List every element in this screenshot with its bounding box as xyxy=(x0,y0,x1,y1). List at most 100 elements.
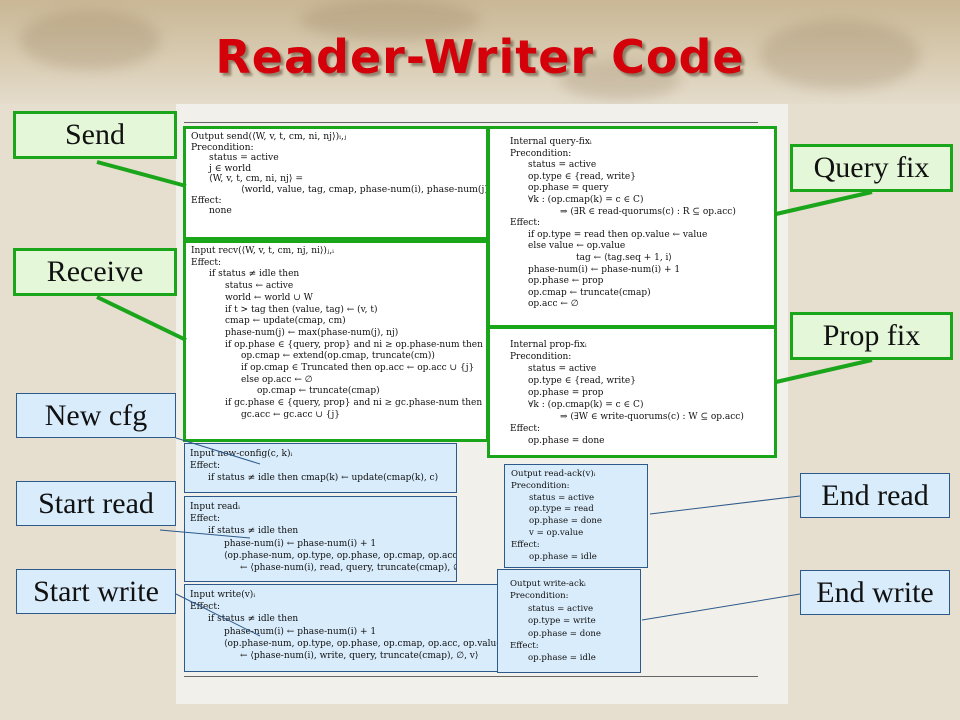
code-line: ∀k : (op.cmap(k) = c ∈ C) xyxy=(528,194,644,205)
write-ack-code-block: Output write-ackᵢ Precondition: status =… xyxy=(497,569,641,673)
receive-code-block: Input recv(⟨W, v, t, cm, nj, ni⟩)ⱼ,ᵢ Eff… xyxy=(183,240,489,442)
start-write-connector xyxy=(175,593,261,637)
code-line: Input write(v)ᵢ xyxy=(190,590,256,600)
code-line: status = active xyxy=(209,152,279,164)
code-line: ⟨op.phase-num, op.type, op.phase, op.cma… xyxy=(224,550,457,561)
code-line: op.type = write xyxy=(528,616,596,627)
code-line: ⇒ (∃R ∈ read-quorums(c) : R ⊆ op.acc) xyxy=(560,206,736,217)
receive-label: Receive xyxy=(13,248,177,296)
code-line: Effect: xyxy=(190,514,220,525)
code-line: if op.type = read then op.value ← value xyxy=(528,229,708,240)
code-line: world ← world ∪ W xyxy=(225,292,313,303)
code-line: Effect: xyxy=(511,539,540,550)
code-line: ⇒ (∃W ∈ write-quorums(c) : W ⊆ op.acc) xyxy=(560,412,744,422)
code-line: Effect: xyxy=(510,641,539,652)
code-line: status ← active xyxy=(225,281,294,292)
write-code-block: Input write(v)ᵢ Effect: if status ≠ idle… xyxy=(184,584,498,672)
code-line: status = active xyxy=(528,160,597,171)
code-line: phase-num(j) ← max(phase-num(j), nj) xyxy=(225,327,399,338)
code-line: Effect: xyxy=(191,194,222,206)
end-write-label: End write xyxy=(800,570,950,615)
code-line: phase-num(i) ← phase-num(i) + 1 xyxy=(224,626,377,637)
top-rule xyxy=(184,122,758,123)
code-line: if op.cmap ∈ Truncated then op.acc ← op.… xyxy=(241,363,475,374)
code-line: Precondition: xyxy=(510,148,572,159)
start-read-label: Start read xyxy=(16,481,176,526)
code-line: op.type ∈ {read, write} xyxy=(528,376,636,386)
prop-fix-connector xyxy=(775,358,873,384)
start-write-label: Start write xyxy=(16,569,176,614)
code-line: status = active xyxy=(528,364,597,374)
code-line: op.phase = idle xyxy=(529,551,597,562)
query-fix-connector xyxy=(775,190,873,216)
code-line: Internal prop-fixᵢ xyxy=(510,340,587,350)
code-line: else op.acc ← ∅ xyxy=(241,374,313,385)
code-line: Input new-config(c, k)ᵢ xyxy=(190,449,293,459)
code-line: Precondition: xyxy=(510,352,572,362)
code-line: Effect: xyxy=(190,461,220,471)
code-line: ⟨op.phase-num, op.type, op.phase, op.cma… xyxy=(224,638,498,649)
code-line: Effect: xyxy=(510,218,540,229)
code-line: gc.acc ← gc.acc ∪ {j} xyxy=(241,409,340,420)
send-label: Send xyxy=(13,111,177,159)
code-line: Precondition: xyxy=(191,141,254,153)
code-line: if status ≠ idle then xyxy=(209,269,300,280)
end-read-label: End read xyxy=(800,473,950,518)
new-cfg-label: New cfg xyxy=(16,393,176,438)
code-line: none xyxy=(209,205,232,217)
code-line: ← ⟨phase-num(i), write, query, truncate(… xyxy=(240,651,479,662)
background-texture xyxy=(20,10,160,70)
code-line: Precondition: xyxy=(510,591,569,602)
code-line: op.phase = query xyxy=(528,183,609,194)
code-line: tag ← ⟨tag.seq + 1, i⟩ xyxy=(576,252,672,263)
code-line: Effect: xyxy=(510,424,540,434)
code-line: op.acc ← ∅ xyxy=(528,299,579,310)
code-line: Output read-ack(v)ᵢ xyxy=(511,469,596,479)
code-line: if op.phase ∈ {query, prop} and ni ≥ op.… xyxy=(225,339,483,350)
code-line: op.phase = idle xyxy=(528,653,596,664)
code-line: Effect: xyxy=(190,602,220,613)
code-line: if status ≠ idle then xyxy=(208,526,299,537)
code-line: op.phase = done xyxy=(529,516,603,527)
code-line: op.type ∈ {read, write} xyxy=(528,171,636,182)
code-line: cmap ← update(cmap, cm) xyxy=(225,316,346,327)
code-line: phase-num(i) ← phase-num(i) + 1 xyxy=(224,538,377,549)
code-line: ∀k : (op.cmap(k) = c ∈ C) xyxy=(528,400,644,410)
code-line: ⟨world, value, tag, cmap, phase-num(i), … xyxy=(241,183,489,195)
query-fix-label: Query fix xyxy=(790,144,953,192)
code-line: Input readᵢ xyxy=(190,502,240,512)
code-line: op.cmap ← truncate(cmap) xyxy=(257,386,380,397)
end-write-connector xyxy=(641,593,801,621)
code-line: op.phase = prop xyxy=(528,388,604,398)
code-line: Input recv(⟨W, v, t, cm, nj, ni⟩)ⱼ,ᵢ xyxy=(191,246,334,256)
bottom-rule xyxy=(184,676,758,677)
code-line: Effect: xyxy=(191,257,221,268)
code-line: status = active xyxy=(529,492,595,503)
code-line: v = op.value xyxy=(529,527,584,538)
background-texture xyxy=(300,0,480,40)
background-texture xyxy=(760,20,920,90)
code-line: if gc.phase ∈ {query, prop} and ni ≥ gc.… xyxy=(225,398,483,409)
prop-fix-label: Prop fix xyxy=(790,312,953,360)
code-line: op.phase ← prop xyxy=(528,276,604,287)
end-read-connector xyxy=(649,495,801,515)
code-line: ⟨W, v, t, cm, ni, nj⟩ = xyxy=(209,173,304,185)
read-ack-code-block: Output read-ack(v)ᵢ Precondition: status… xyxy=(504,464,648,568)
code-line: op.cmap ← extend(op.cmap, truncate(cm)) xyxy=(241,351,435,362)
query-fix-code-block: Internal query-fixᵢ Precondition: status… xyxy=(487,126,777,328)
code-line: Internal query-fixᵢ xyxy=(510,137,592,147)
code-line: status = active xyxy=(528,603,594,614)
code-line: phase-num(i) ← phase-num(i) + 1 xyxy=(528,264,681,275)
slide-title: Reader-Writer Code xyxy=(215,30,745,84)
new-config-code-block: Input new-config(c, k)ᵢ Effect: if statu… xyxy=(184,443,457,493)
code-line: Precondition: xyxy=(511,480,570,491)
code-line: op.cmap ← truncate(cmap) xyxy=(528,287,651,298)
code-line: if t > tag then (value, tag) ← (v, t) xyxy=(225,304,378,315)
send-connector xyxy=(96,160,187,188)
read-code-block: Input readᵢ Effect: if status ≠ idle the… xyxy=(184,496,457,582)
code-line: if status ≠ idle then xyxy=(208,614,299,625)
code-line: if status ≠ idle then cmap(k) ← update(c… xyxy=(208,473,439,483)
code-line: op.phase = done xyxy=(528,628,602,639)
background-texture xyxy=(560,60,680,100)
